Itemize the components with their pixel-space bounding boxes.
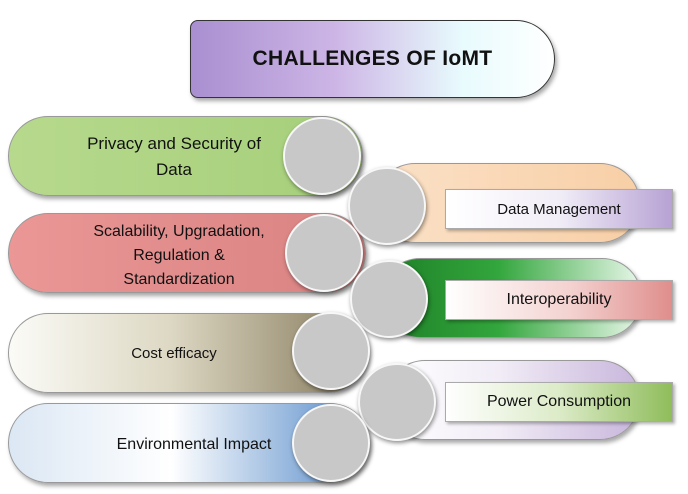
circle-data-management: [348, 167, 426, 245]
challenge-power-consumption-label: Power Consumption: [445, 382, 673, 422]
challenge-label: Privacy and Security of Data: [59, 131, 289, 183]
challenge-interoperability-label: Interoperability: [445, 280, 673, 320]
circle-interoperability: [350, 260, 428, 338]
label-line: Scalability, Upgradation,: [93, 223, 265, 240]
circle-scalability: [285, 214, 363, 292]
circle-cost-efficacy: [292, 312, 370, 390]
label-line: Environmental Impact: [116, 436, 272, 453]
label-line: Standardization: [123, 271, 235, 288]
label-line: Privacy and Security of: [87, 134, 261, 153]
label-line: Cost efficacy: [131, 345, 217, 362]
challenge-label: Environmental Impact: [79, 432, 309, 458]
diagram-title: CHALLENGES OF IoMT: [252, 47, 493, 70]
challenge-data-management-label: Data Management: [445, 189, 673, 229]
circle-environmental-impact: [292, 404, 370, 482]
circle-power-consumption: [358, 363, 436, 441]
label-line: Data: [156, 160, 192, 179]
title-box: CHALLENGES OF IoMT: [190, 20, 555, 98]
label-line: Regulation &: [133, 247, 225, 264]
challenge-label: Cost efficacy: [99, 341, 249, 367]
circle-privacy: [283, 117, 361, 195]
challenge-label: Scalability, Upgradation, Regulation & S…: [64, 220, 294, 292]
